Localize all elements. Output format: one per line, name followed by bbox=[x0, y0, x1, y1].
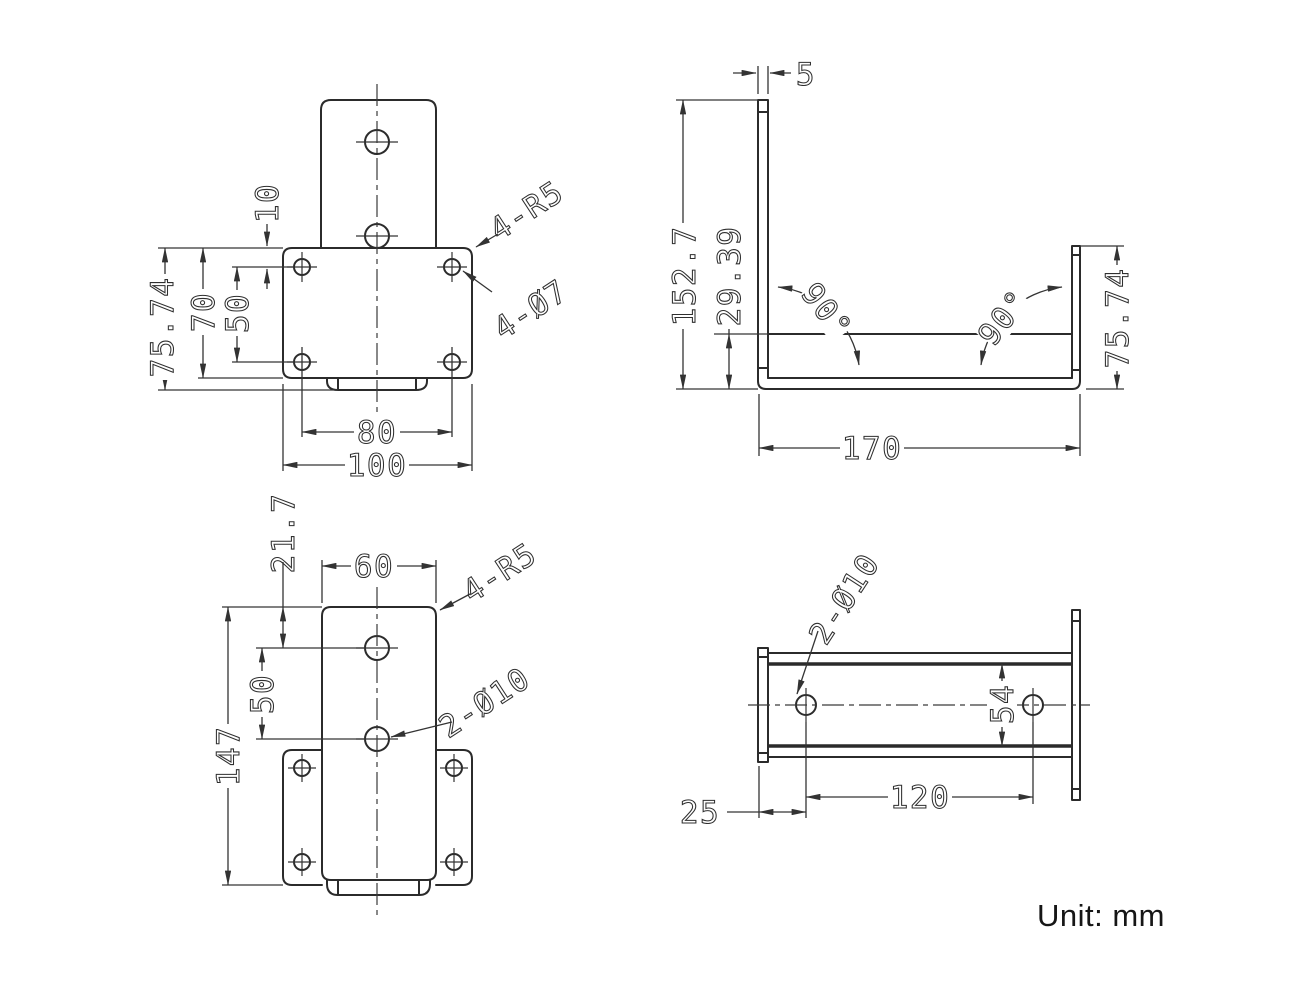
view-side: 5 152.7 29.39 75.74 bbox=[666, 56, 1137, 468]
front-leader-hole-callout: 2-Ø10 bbox=[390, 660, 538, 746]
side-dim-29-39-text: 29.39 bbox=[712, 226, 748, 327]
front-dim-60: 60 bbox=[321, 548, 437, 586]
bottom-side-dim-25: 25 bbox=[679, 794, 807, 832]
bottom-side-part-outline bbox=[757, 609, 1081, 801]
front-hole-label: 2-Ø10 bbox=[433, 660, 537, 745]
plan-fillet-label: 4-R5 bbox=[483, 174, 570, 248]
side-angle-right-text: 90° bbox=[971, 283, 1037, 353]
plan-dim-100-text: 100 bbox=[347, 448, 408, 484]
view-bottom-side: 54 120 25 2-Ø10 bbox=[679, 546, 1090, 832]
side-dim-152-7: 152.7 bbox=[666, 99, 704, 390]
bottom-side-dim-120-text: 120 bbox=[890, 780, 951, 816]
plan-leader-hole-callout: 4-Ø7 bbox=[462, 270, 575, 348]
side-dim-170: 170 bbox=[758, 430, 1081, 468]
bottom-side-dim-25-text: 25 bbox=[680, 795, 720, 831]
plan-dim-80: 80 bbox=[301, 414, 453, 452]
front-hole-center-marks bbox=[288, 647, 468, 876]
bottom-side-right-flange bbox=[1071, 609, 1081, 801]
plan-plate-outline bbox=[282, 247, 473, 379]
side-dim-75-74: 75.74 bbox=[1099, 245, 1137, 390]
plan-dim-70-text: 70 bbox=[186, 292, 222, 332]
plan-extension-lines bbox=[158, 247, 473, 471]
plan-leader-fillet-radius: 4-R5 bbox=[475, 173, 571, 249]
side-dim-5-text: 5 bbox=[796, 57, 816, 93]
bottom-side-leader-hole-callout: 2-Ø10 bbox=[796, 546, 888, 695]
front-dim-21-7-text: 21.7 bbox=[266, 493, 302, 574]
side-base-plate bbox=[765, 377, 1073, 390]
plan-dim-75-74-text: 75.74 bbox=[145, 277, 181, 378]
bottom-side-dim-54: 54 bbox=[984, 663, 1022, 747]
plan-dim-50: 50 bbox=[219, 266, 257, 363]
front-plate-outline bbox=[321, 606, 437, 881]
bottom-side-inner-edges bbox=[768, 662, 1072, 748]
front-flange-right bbox=[435, 749, 473, 886]
front-dim-60-text: 60 bbox=[354, 549, 394, 585]
side-angle-right: 90° bbox=[971, 283, 1063, 366]
plan-dim-75-74: 75.74 bbox=[144, 247, 182, 391]
side-dim-75-74-text: 75.74 bbox=[1100, 268, 1136, 369]
front-dim-50-text: 50 bbox=[245, 674, 281, 714]
side-left-wall bbox=[757, 99, 769, 390]
side-right-wall bbox=[1071, 245, 1081, 390]
front-dim-21-7: 21.7 bbox=[265, 492, 303, 649]
front-dim-147-text: 147 bbox=[211, 726, 247, 787]
plan-dim-100: 100 bbox=[282, 447, 473, 485]
front-extension-lines bbox=[222, 560, 437, 886]
front-bottom-bend-outline bbox=[326, 879, 431, 896]
plan-hole-label: 4-Ø7 bbox=[487, 273, 574, 347]
plan-dim-50-text: 50 bbox=[220, 293, 256, 333]
side-dim-5: 5 bbox=[733, 56, 816, 94]
bottom-side-dim-120: 120 bbox=[805, 779, 1034, 817]
unit-note: Unit: mm bbox=[1037, 898, 1165, 933]
front-flange-left bbox=[282, 749, 323, 886]
side-dim-152-7-text: 152.7 bbox=[667, 226, 703, 327]
view-front: 60 21.7 50 147 4-R5 bbox=[210, 492, 544, 917]
view-plan: 75.74 70 50 10 80 bbox=[144, 84, 575, 485]
side-part-outline bbox=[757, 99, 1081, 390]
front-dim-50: 50 bbox=[244, 647, 282, 740]
plan-dim-80-text: 80 bbox=[357, 415, 397, 451]
bottom-side-dim-54-text: 54 bbox=[985, 684, 1021, 724]
plan-tab-outline bbox=[320, 99, 437, 249]
bottom-side-left-cap bbox=[757, 647, 769, 763]
front-leader-fillet-radius: 4-R5 bbox=[439, 535, 544, 611]
side-extension-lines bbox=[676, 66, 1124, 456]
plan-dim-10: 10 bbox=[249, 182, 287, 289]
front-dim-147: 147 bbox=[210, 606, 248, 886]
side-angle-left: 90° bbox=[777, 276, 861, 366]
front-part-outline bbox=[282, 606, 473, 896]
bottom-side-hole-label: 2-Ø10 bbox=[802, 547, 887, 651]
side-dim-170-text: 170 bbox=[842, 431, 903, 467]
plan-dim-70: 70 bbox=[185, 247, 223, 379]
front-fillet-label: 4-R5 bbox=[456, 536, 543, 610]
side-dim-29-39: 29.39 bbox=[711, 223, 749, 390]
plan-dim-10-text: 10 bbox=[250, 183, 286, 223]
